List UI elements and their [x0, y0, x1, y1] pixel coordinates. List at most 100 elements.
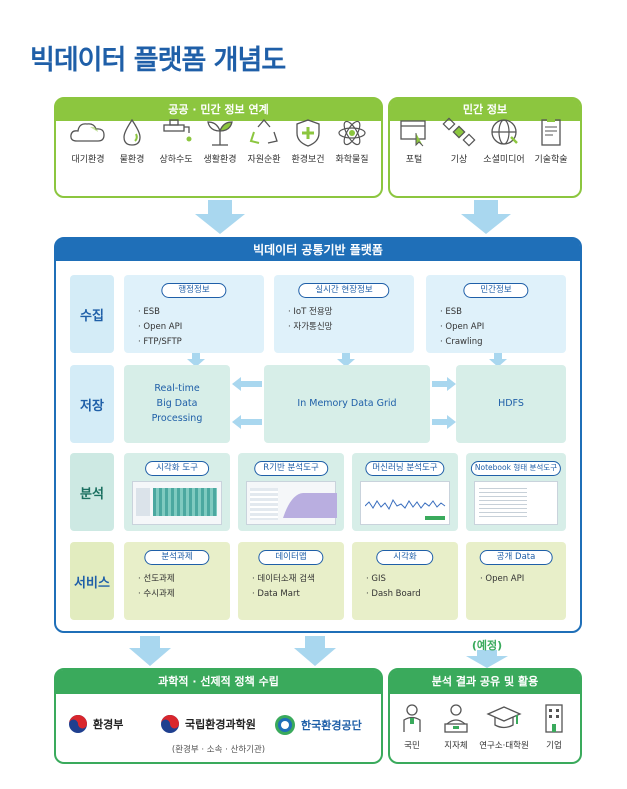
logo-nier-text: 국립환경과학원 [185, 718, 256, 731]
store-realtime-line: Big Data [156, 398, 198, 409]
logo-moe: 환경부 [68, 714, 123, 734]
store-imdg-label: In Memory Data Grid [297, 398, 397, 409]
page-title: 빅데이터 플랫폼 개념도 [30, 45, 286, 76]
store-realtime-line: Processing [151, 413, 203, 424]
analyze-r-tool-title: R기반 분석도구 [254, 461, 328, 476]
platform-header: 빅데이터 공통기반 플랫폼 [56, 239, 580, 261]
analyze-r-tool: R기반 분석도구 [238, 453, 344, 531]
item-label: 상하수도 [159, 155, 193, 165]
bullet: · Dash Board [366, 589, 421, 599]
notebook-screenshot [474, 481, 558, 525]
arrow-down-left [195, 200, 245, 234]
satellite-icon [442, 117, 476, 147]
item-label: 소셜미디어 [483, 155, 525, 165]
collect-realtime: 실시간 현장정보 · IoT 전용망 · 자가통신망 [274, 275, 414, 353]
item-label: 기업 [546, 741, 562, 751]
item-label: 환경보건 [291, 155, 325, 165]
service-analysis-task: 분석과제 · 선도과제 · 수시과제 [124, 542, 230, 620]
item-research: 연구소·대학원 [474, 702, 534, 751]
arrow-collect-store-1 [187, 353, 205, 367]
policy-note: (환경부 · 소속 · 산하기관) [171, 745, 266, 755]
analyze-ml-tool-title: 머신러닝 분석도구 [365, 461, 445, 476]
item-label: 포털 [405, 155, 423, 165]
bullet: · Open API [138, 322, 183, 332]
item-weather: 기상 [429, 117, 489, 165]
logo-nier: 국립환경과학원 [160, 714, 256, 734]
row-label-service: 서비스 [70, 542, 114, 620]
bullet: · FTP/SFTP [138, 337, 182, 347]
private-info-header: 민간 정보 [390, 99, 580, 121]
bullet: · IoT 전용망 [288, 307, 333, 317]
bullet: · 자가통신망 [288, 322, 333, 332]
visual-tool-screenshot [132, 481, 222, 525]
bullet: · Crawling [440, 337, 483, 347]
bullet: · GIS [366, 574, 386, 584]
item-sewage: 상하수도 [146, 117, 206, 165]
item-label: 물환경 [119, 155, 145, 165]
building-icon [545, 704, 563, 733]
officer-icon [444, 704, 468, 733]
service-open-data-title: 공개 Data [479, 550, 553, 565]
item-label: 기상 [450, 155, 468, 165]
globe-icon [491, 119, 518, 145]
cloud-icon [70, 123, 105, 142]
analyze-visual-tool-title: 시각화 도구 [145, 461, 209, 476]
share-box: 분석 결과 공유 및 활용 국민 지자체 연구소·대학원 기업 [388, 668, 582, 764]
atom-icon [338, 120, 366, 146]
faucet-icon [163, 119, 192, 142]
public-private-link-header: 공공 · 민간 정보 연계 [56, 99, 381, 121]
collect-realtime-title: 실시간 현장정보 [298, 283, 390, 298]
bullet: · ESB [440, 307, 463, 317]
item-portal: 포털 [384, 117, 444, 165]
collect-private-title: 민간정보 [463, 283, 529, 298]
portal-icon [400, 120, 426, 147]
item-recycle: 자원순환 [234, 117, 294, 165]
item-label: 자원순환 [247, 155, 281, 165]
store-realtime: Real-time Big Data Processing [124, 365, 230, 443]
item-academic: 기술학술 [521, 117, 581, 165]
arrow-right-2 [432, 415, 456, 429]
row-label-analyze: 분석 [70, 453, 114, 531]
service-analysis-task-title: 분석과제 [144, 550, 210, 565]
arrow-bottom-2 [294, 636, 336, 666]
share-header: 분석 결과 공유 및 활용 [390, 670, 580, 694]
public-private-link-box: 공공 · 민간 정보 연계 대기환경 물환경 상하수도 생활환경 자원순환 환경… [54, 97, 383, 198]
analyze-notebook-tool-title: Notebook 형태 분석도구 [470, 461, 562, 476]
private-info-box: 민간 정보 포털 기상 소셜미디어 기술학술 [388, 97, 582, 198]
water-drop-icon [123, 118, 141, 146]
service-visualization-title: 시각화 [376, 550, 434, 565]
row-label-store: 저장 [70, 365, 114, 443]
arrow-left-1 [232, 377, 262, 391]
arrow-down-right [461, 200, 511, 234]
service-datamap: 데이터맵 · 데이터소재 검색 · Data Mart [238, 542, 344, 620]
bullet: · 데이터소재 검색 [252, 574, 315, 584]
bullet: · 선도과제 [138, 574, 175, 584]
arrow-collect-store-2 [337, 353, 355, 367]
arrow-left-2 [232, 415, 262, 429]
arrow-bottom-1 [129, 636, 171, 666]
item-label: 기술학술 [534, 155, 568, 165]
item-air: 대기환경 [58, 117, 118, 165]
analyze-visual-tool: 시각화 도구 [124, 453, 230, 531]
item-health: 환경보건 [278, 117, 338, 165]
item-label: 지자체 [444, 741, 468, 751]
bullet: · ESB [138, 307, 161, 317]
item-label: 화학물질 [335, 155, 369, 165]
bullet: · Open API [440, 322, 485, 332]
item-citizen: 국민 [386, 702, 438, 751]
bullet: · 수시과제 [138, 589, 175, 599]
planned-label: (예정) [471, 639, 503, 652]
item-social: 소셜미디어 [474, 117, 534, 165]
logo-keco: 한국환경공단 [274, 714, 362, 736]
store-realtime-line: Real-time [154, 383, 200, 394]
item-label: 생활환경 [203, 155, 237, 165]
taegeuk-icon [161, 715, 179, 733]
bullet: · Data Mart [252, 589, 300, 599]
store-hdfs: HDFS [456, 365, 566, 443]
item-living: 생활환경 [190, 117, 250, 165]
item-water: 물환경 [102, 117, 162, 165]
document-icon [541, 118, 561, 146]
logo-moe-text: 환경부 [93, 718, 124, 731]
taegeuk-icon [69, 715, 87, 733]
recycle-icon [249, 119, 278, 144]
